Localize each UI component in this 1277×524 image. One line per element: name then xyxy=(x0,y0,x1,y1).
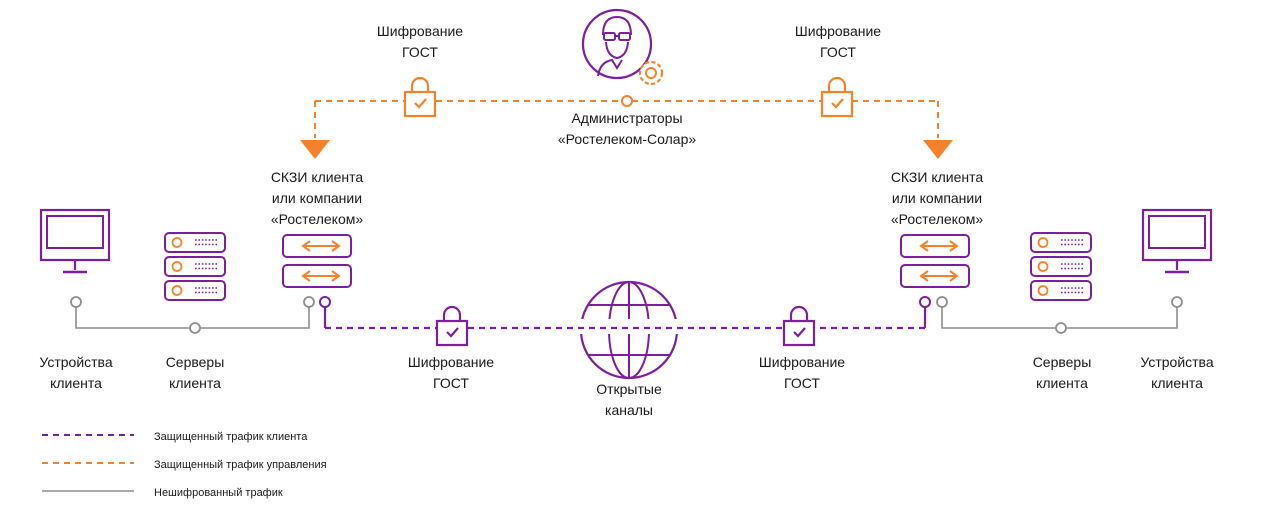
legend-label: Защищенный трафик управления xyxy=(154,459,327,471)
globe-icon xyxy=(578,280,680,380)
crypto-gateway-icon xyxy=(900,234,970,288)
label-devices-left: Устройства клиента xyxy=(39,354,113,391)
label-servers-left: Серверы клиента xyxy=(165,354,225,391)
monitor-icon xyxy=(39,208,111,274)
label-skzi-left: СКЗИ клиента или компании «Ростелеком» xyxy=(270,169,364,227)
node xyxy=(936,296,948,308)
node xyxy=(1055,322,1067,334)
legend-label: Нешифрованный трафик xyxy=(154,487,283,499)
label-skzi-right: СКЗИ клиента или компании «Ростелеком» xyxy=(890,169,984,227)
label-encryption-bottom-right: Шифрование ГОСТ xyxy=(758,354,846,391)
label-servers-right: Серверы клиента xyxy=(1032,354,1092,391)
legend-swatch-gray-solid xyxy=(42,490,134,492)
lock-icon xyxy=(403,76,437,118)
label-admins: Администраторы «Ростелеком-Солар» xyxy=(557,110,697,147)
legend-swatch-orange-dashed xyxy=(42,462,134,464)
server-rack-icon xyxy=(164,232,226,301)
lock-icon xyxy=(820,76,854,118)
lock-icon xyxy=(435,305,469,347)
legend-swatch-purple-dashed xyxy=(42,434,134,436)
label-encryption-bottom-left: Шифрование ГОСТ xyxy=(407,354,495,391)
node xyxy=(1171,296,1183,308)
node xyxy=(189,322,201,334)
label-encryption-top-right: Шифрование ГОСТ xyxy=(794,23,882,60)
arrow-down-left xyxy=(300,140,330,159)
node xyxy=(319,296,331,308)
lock-icon xyxy=(782,305,816,347)
legend-item-unencrypted-traffic: Нешифрованный трафик xyxy=(42,483,362,503)
node xyxy=(919,296,931,308)
label-open-channels: Открытые каналы xyxy=(596,381,662,418)
legend-item-client-traffic: Защищенный трафик клиента xyxy=(42,427,362,447)
node xyxy=(303,296,315,308)
node xyxy=(70,296,82,308)
crypto-gateway-icon xyxy=(282,234,352,288)
legend-item-management-traffic: Защищенный трафик управления xyxy=(42,455,362,475)
label-devices-right: Устройства клиента xyxy=(1140,354,1214,391)
management-traffic-lines xyxy=(314,100,939,138)
server-rack-icon xyxy=(1030,232,1092,301)
admin-node xyxy=(621,95,633,107)
legend-label: Защищенный трафик клиента xyxy=(154,431,308,443)
monitor-icon xyxy=(1141,208,1213,274)
label-encryption-top-left: Шифрование ГОСТ xyxy=(376,23,464,60)
admin-with-gear-icon xyxy=(581,8,664,86)
arrow-down-right xyxy=(923,140,953,159)
